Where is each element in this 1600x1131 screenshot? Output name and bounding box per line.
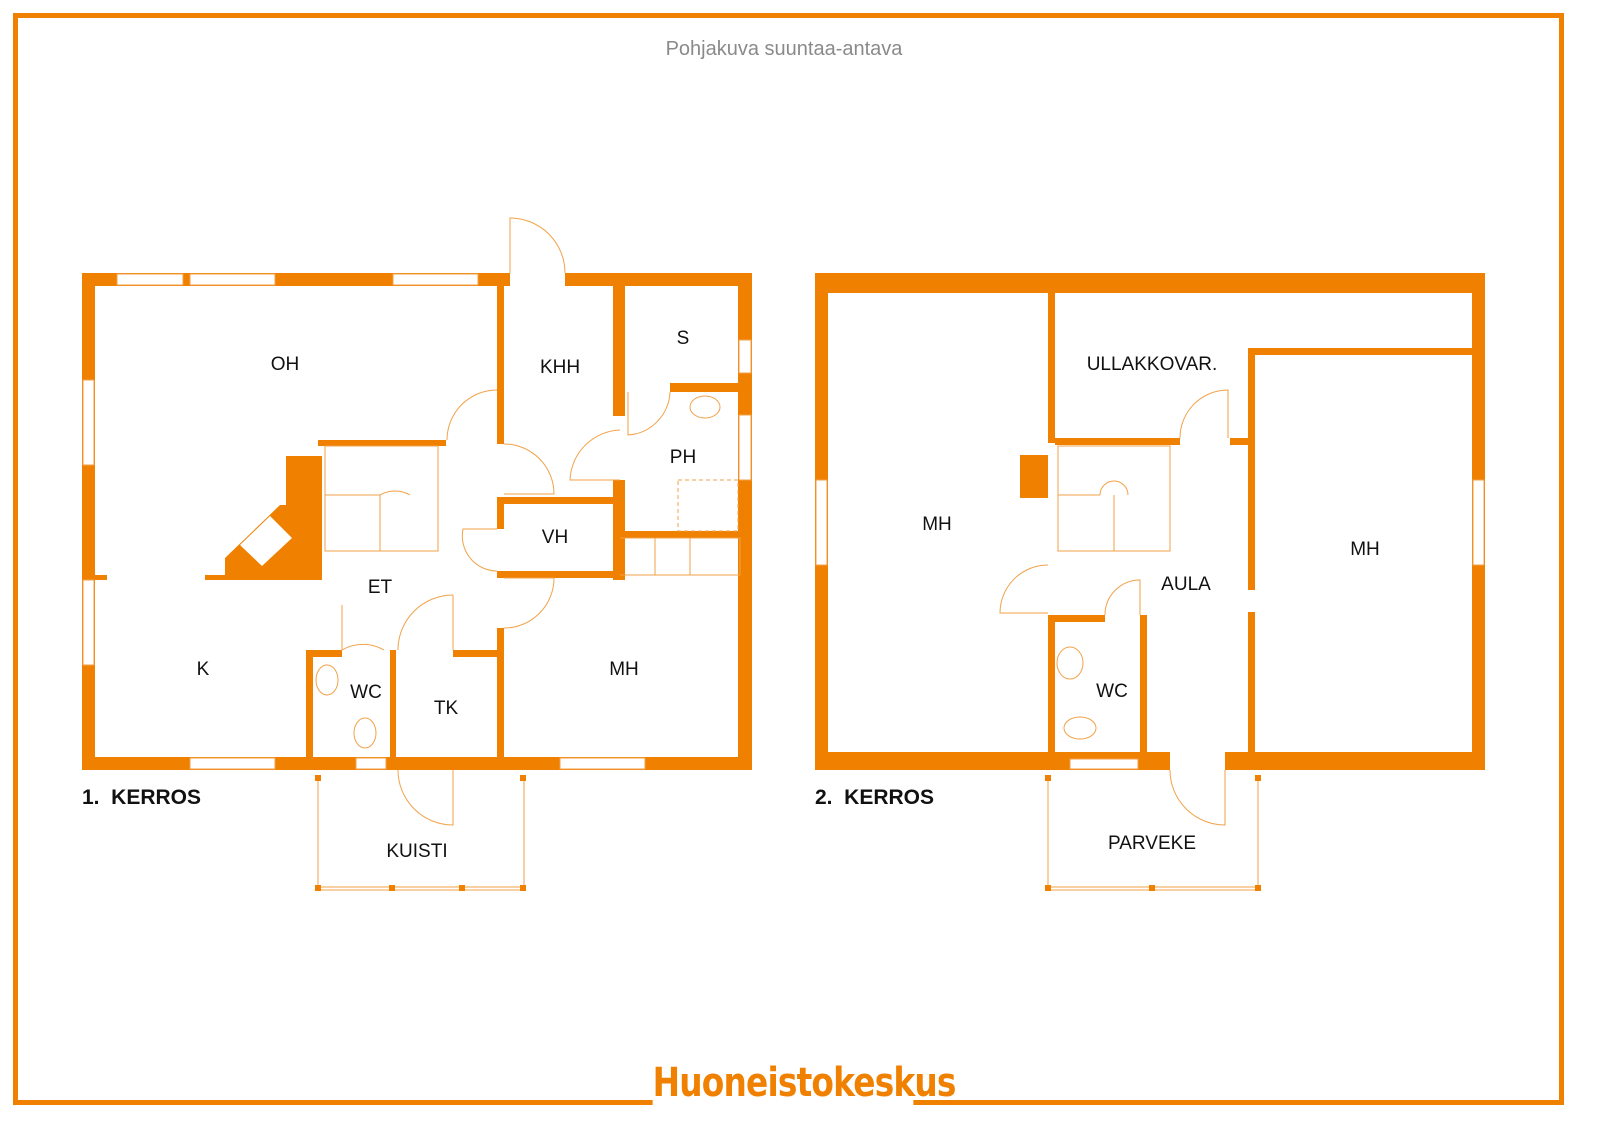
disclaimer-subtitle: Pohjakuva suuntaa-antava [665,38,903,60]
room-label-oh: OH [271,354,300,375]
floor-2-walls [815,273,1485,770]
room-label-parveke: PARVEKE [1108,833,1196,854]
floor-1-doors [315,217,741,891]
floor-2-windows [815,479,1485,770]
room-label-mh: MH [609,659,639,680]
room-label-mh-left: MH [922,514,952,535]
room-label-ph: PH [670,447,696,468]
floor-1-plan: OH KHH S PH VH ET K WC TK MH KUISTI 1. K… [82,217,752,891]
room-label-mh-right: MH [1350,539,1380,560]
room-label-k: K [197,659,210,680]
room-label-s: S [677,328,690,349]
room-label-aula: AULA [1161,574,1211,595]
room-label-wc: WC [350,682,382,703]
huoneistokeskus-logo: Huoneistokeskus [652,1060,956,1120]
floor-1-walls [82,273,752,770]
room-label-khh: KHH [540,357,580,378]
room-label-kuisti: KUISTI [386,841,447,862]
room-label-ullakkovar: ULLAKKOVAR. [1087,354,1218,375]
floor-1-windows [82,273,752,770]
room-label-vh: VH [542,527,568,548]
floor-1-label: 1. KERROS [82,786,201,809]
room-label-tk: TK [434,698,459,719]
room-label-et: ET [368,577,393,598]
floor-2-doors [999,389,1261,891]
room-label-wc: WC [1096,681,1128,702]
floor-2-label: 2. KERROS [815,786,934,809]
floor-2-plan: MH ULLAKKOVAR. AULA MH WC PARVEKE 2. KER… [815,273,1485,891]
